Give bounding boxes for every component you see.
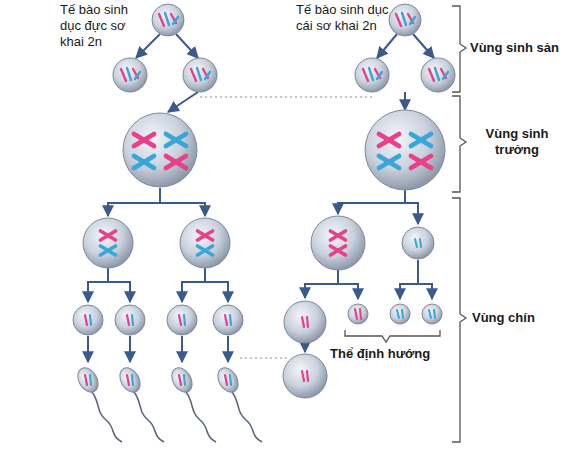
- chromosome-set: [159, 13, 178, 26]
- cell-label: Tế bào sinh dục đực sơ khai 2n: [60, 2, 152, 50]
- germ-cell: [183, 58, 217, 92]
- dotted-guide: [200, 97, 372, 98]
- lineage-arrow: [377, 34, 397, 58]
- lineage-arrow: [160, 203, 205, 216]
- chromosome-set: [134, 134, 186, 168]
- lineage-arrow: [413, 34, 434, 58]
- chromosome-set: [225, 315, 231, 325]
- chromosome-set: [225, 375, 231, 385]
- chromosome-set: [363, 68, 382, 81]
- lineage-arrow: [181, 336, 183, 362]
- lineage-arrow: [400, 260, 418, 299]
- chromosome-set: [191, 68, 210, 81]
- zone-label: Vùng sinh sản: [470, 40, 582, 56]
- ootid: [284, 301, 326, 343]
- lineage-arrow: [108, 282, 130, 302]
- germ-cell: [355, 58, 389, 92]
- germ-cell: [113, 58, 147, 92]
- polar-body: [390, 304, 410, 324]
- chromosome-set: [198, 231, 213, 255]
- chromosome-set: [127, 375, 133, 385]
- spermatid: [115, 305, 145, 335]
- egg-cell: [283, 354, 327, 398]
- zone-bracket: [452, 198, 466, 442]
- lineage-arrow: [338, 284, 358, 299]
- sperm-head: [214, 364, 243, 396]
- sperm-tails: [92, 392, 262, 442]
- lineage-arrow: [404, 92, 406, 110]
- chromosome-set: [429, 68, 448, 81]
- lineage-arrow: [108, 188, 160, 216]
- polar-body: [402, 227, 434, 259]
- germ-cell: [421, 58, 455, 92]
- chromosome-set: [397, 310, 403, 318]
- sperm-head: [116, 364, 145, 396]
- spermatid: [167, 305, 197, 335]
- lineage-arrow: [205, 282, 228, 302]
- spermatid: [73, 305, 103, 335]
- secondary-spermatocyte: [83, 218, 133, 268]
- lineage-arrow: [129, 336, 131, 362]
- sperm-head: [74, 364, 103, 396]
- lineage-arrow: [305, 270, 338, 298]
- chromosome-set: [302, 371, 308, 381]
- chromosome-set: [302, 317, 308, 327]
- chromosome-set: [355, 309, 361, 319]
- cell-label: Tế bào sinh dục cái sơ khai 2n: [296, 2, 390, 34]
- chromosome-set: [330, 231, 345, 255]
- secondary-oocyte: [311, 216, 365, 270]
- zone-label: Vùng sinh trưởng: [472, 126, 562, 158]
- dotted-guide: [240, 358, 290, 359]
- sperm-tail: [92, 392, 122, 442]
- zone-brackets: [345, 6, 466, 442]
- chromosome-set: [101, 231, 116, 255]
- sperm-tail: [186, 392, 216, 442]
- zone-label: Vùng chín: [472, 310, 572, 326]
- lineage-arrow: [168, 92, 198, 112]
- zone-bracket: [452, 96, 466, 192]
- chromosome-set: [429, 310, 435, 318]
- lineage-arrow: [405, 203, 418, 224]
- chromosome-set: [85, 375, 91, 385]
- lineage-arrow: [176, 34, 198, 58]
- germ-cell: [152, 4, 184, 36]
- polar-body: [348, 304, 368, 324]
- spermatid: [213, 305, 243, 335]
- chromosome-set: [179, 315, 185, 325]
- chromosome-set: [396, 13, 415, 26]
- polar-body: [422, 304, 442, 324]
- lineage-arrow: [182, 268, 205, 302]
- lineage-arrow: [338, 190, 405, 214]
- secondary-spermatocyte: [180, 218, 230, 268]
- lineage-arrow: [304, 344, 306, 352]
- chromosome-set: [179, 375, 185, 385]
- chromosome-set: [85, 315, 91, 325]
- callout-label: Thể định hướng: [330, 346, 460, 362]
- chromosome-set: [415, 239, 421, 247]
- lineage-lines: [88, 34, 434, 362]
- lineage-arrow: [136, 34, 160, 58]
- sperm-head: [168, 364, 197, 396]
- germ-cell: [389, 4, 421, 36]
- primary-oocyte: [365, 110, 445, 190]
- polar-body-bracket: [345, 330, 440, 342]
- chromosome-set: [127, 315, 133, 325]
- sperm-tail: [232, 392, 262, 442]
- chromosome-set: [379, 134, 431, 168]
- lineage-arrow: [87, 336, 89, 362]
- lineage-arrow: [227, 336, 229, 362]
- chromosome-set: [121, 68, 140, 81]
- lineage-arrow: [418, 284, 432, 299]
- lineage-arrow: [88, 268, 108, 302]
- primary-spermatocyte: [123, 113, 197, 187]
- sperm-tail: [134, 392, 164, 442]
